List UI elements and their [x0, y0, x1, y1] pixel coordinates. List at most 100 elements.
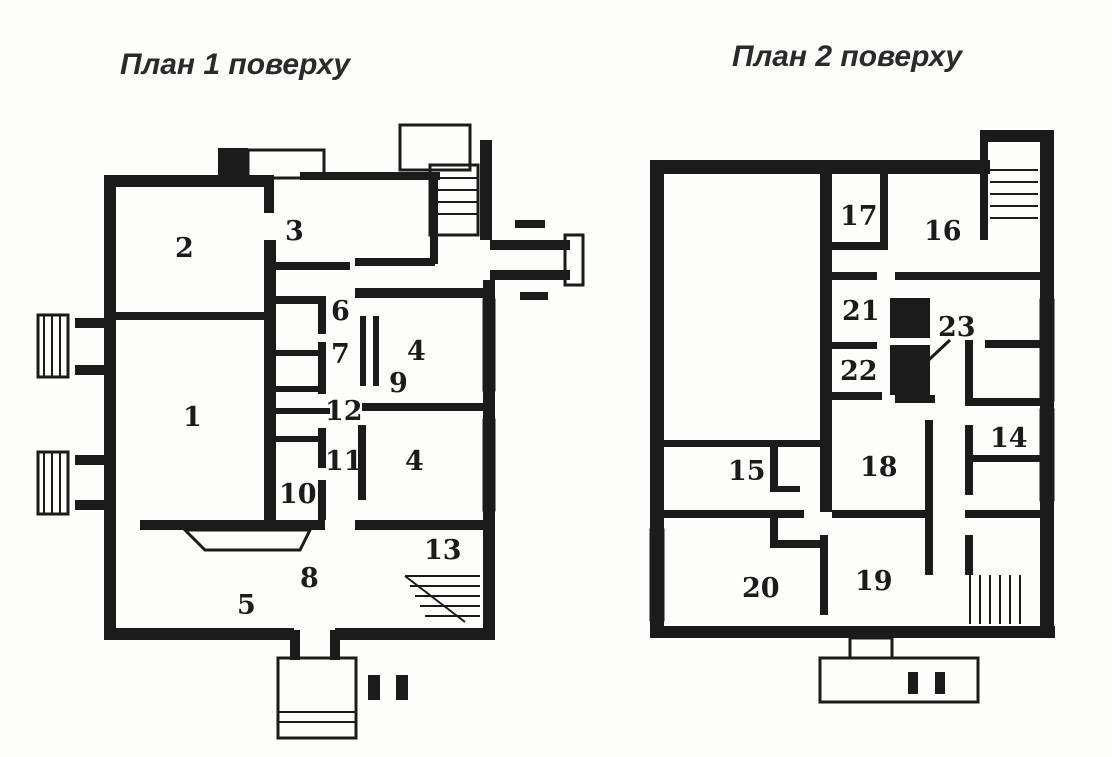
floor2-partition [896, 304, 924, 334]
floor1-outer-wall [480, 140, 492, 240]
floor2-partition [770, 440, 778, 490]
floor2-partition [965, 510, 1045, 518]
floor2-partition [770, 486, 800, 492]
floor2-partition [820, 172, 832, 512]
floor1-partition [270, 262, 350, 270]
floor2-partition [664, 510, 804, 518]
floor1-outer-wall [104, 628, 294, 640]
floor1-outer-wall [300, 172, 440, 180]
room-label: 8 [300, 563, 319, 594]
room-label: 9 [389, 368, 408, 399]
floor1-outer-wall [104, 175, 116, 640]
floor1-partition [264, 175, 274, 213]
floor2-outer-wall [650, 160, 990, 174]
floor2-partition [895, 272, 1045, 280]
floor1-partition [270, 296, 325, 304]
room-label: 1 [183, 402, 202, 433]
floor2-partition [880, 172, 888, 250]
floor1-partition [360, 316, 366, 386]
floor2-partition [820, 535, 828, 615]
room-label: 3 [285, 216, 304, 247]
floor2-staircase [969, 575, 1021, 624]
floor2-partition [925, 420, 933, 575]
floor2-partition [832, 392, 882, 400]
floor1-side-porch [490, 220, 585, 300]
room-23-pointer [916, 338, 952, 372]
room-label: 17 [840, 201, 878, 232]
floor1-partition [318, 428, 326, 468]
floor1-partition [355, 520, 485, 530]
floor1-plan: 1 2 3 4 4 5 6 7 8 9 10 11 12 13 [36, 123, 585, 740]
floor1-vestibule-wall [218, 148, 248, 180]
floor1-staircase [398, 123, 480, 237]
room-label: 18 [860, 452, 898, 483]
room-label: 15 [728, 456, 766, 487]
floor1-partition [430, 180, 438, 264]
floor2-partition [832, 342, 877, 349]
room-label: 12 [325, 396, 363, 427]
room-label: 4 [407, 336, 426, 367]
floor1-partition [362, 403, 485, 411]
room-label: 16 [924, 216, 962, 247]
floor2-outer-wall [650, 160, 664, 638]
floor1-partition [270, 386, 320, 392]
room-label: 7 [331, 339, 350, 370]
floor1-outer-wall [335, 628, 495, 640]
floor2-partition [965, 340, 973, 400]
floor1-partition [318, 480, 326, 520]
floor1-partition [355, 288, 485, 298]
floor2-window [1039, 298, 1055, 402]
floor2-partition [832, 510, 932, 518]
floor1-partition [373, 316, 379, 386]
floor1-side-porch [36, 313, 110, 379]
room-label: 23 [938, 312, 976, 343]
room-label: 14 [990, 423, 1028, 454]
floor1-partition [270, 350, 325, 356]
floor1-staircase [404, 575, 480, 623]
floor1-partition [270, 436, 325, 442]
floor1-window [482, 418, 496, 512]
floor1-entrance-porch [276, 630, 408, 740]
floor2-staircase [980, 140, 1038, 240]
floor2-partition [832, 242, 882, 250]
floor2-partition [965, 535, 973, 575]
room-label: 6 [331, 296, 350, 327]
floor2-partition [965, 455, 1045, 462]
room-label: 10 [279, 479, 317, 510]
floor2-outer-wall [650, 626, 1055, 638]
room-label: 20 [742, 573, 780, 604]
floor2-partition [985, 340, 1045, 348]
floor1-partition [264, 240, 276, 530]
floor2-partition [832, 272, 877, 280]
floor1-plan-title: План 1 поверху [120, 48, 351, 81]
room-label: 13 [424, 535, 462, 566]
floor1-partition [358, 425, 366, 500]
room-label: 21 [842, 296, 880, 327]
floor1-counter [181, 528, 313, 552]
room-label: 11 [325, 446, 363, 477]
floor2-partition [890, 345, 930, 395]
floor1-outer-wall [483, 280, 495, 640]
floor2-partition [664, 440, 820, 447]
floor2-window [649, 528, 665, 622]
floor2-partition [895, 395, 935, 403]
floor1-partition [355, 258, 435, 266]
room-label: 5 [237, 590, 256, 621]
floor2-partition [770, 515, 778, 545]
floor1-partition [104, 312, 264, 320]
floor1-partition [140, 520, 325, 530]
floor2-plan: 14 15 16 17 18 19 20 21 22 23 [649, 130, 1055, 704]
floor2-window [1039, 408, 1055, 502]
floor2-partition [770, 540, 820, 548]
floor1-partition [318, 342, 326, 394]
floor2-outer-wall [980, 130, 1054, 142]
room-label: 4 [405, 446, 424, 477]
floor2-partition [965, 398, 1045, 406]
room-label: 22 [840, 356, 878, 387]
room-label: 2 [175, 233, 194, 264]
floor1-partition [270, 408, 330, 414]
floor1-partition [318, 296, 326, 334]
room-label: 19 [855, 566, 893, 597]
floor1-side-porch [36, 450, 110, 516]
